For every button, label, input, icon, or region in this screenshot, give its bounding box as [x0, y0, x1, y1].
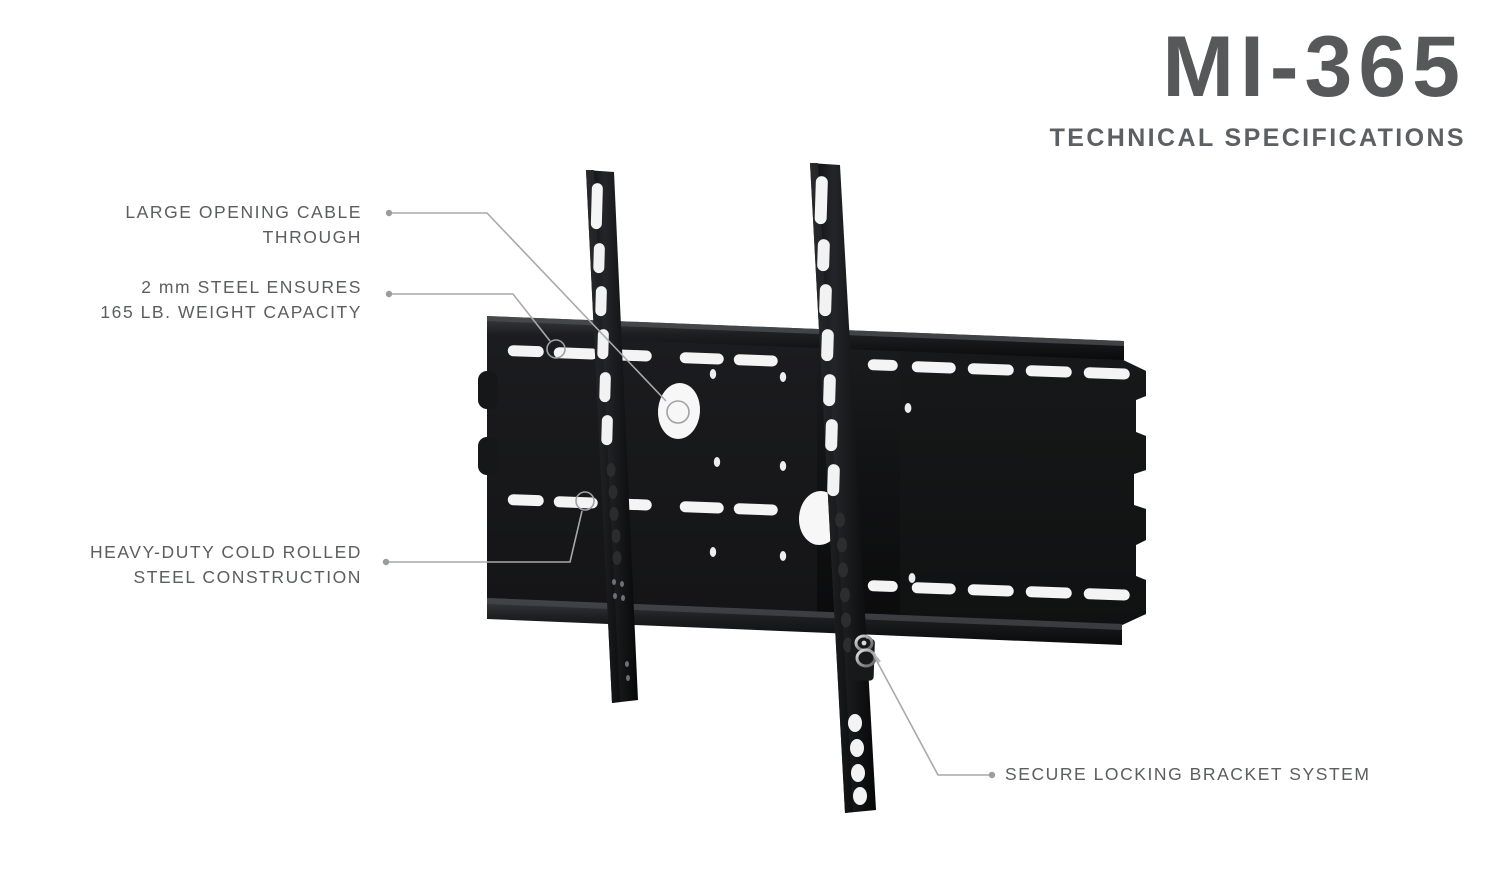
plate-bottom-rail	[487, 598, 1122, 645]
callout-steel-construction: HEAVY-DUTY COLD ROLLED STEEL CONSTRUCTIO…	[89, 542, 362, 587]
page-subtitle: TECHNICAL SPECIFICATIONS	[1049, 124, 1466, 152]
callout-locking-bracket: SECURE LOCKING BRACKET SYSTEM	[1005, 764, 1371, 784]
callout-cable-through: LARGE OPENING CABLE THROUGH	[125, 202, 362, 247]
callout-steel-weight-capacity: 2 mm STEEL ENSURES 165 LB. WEIGHT CAPACI…	[100, 277, 362, 322]
plate-pilot-holes	[709, 369, 916, 583]
locking-bracket-assembly	[849, 634, 881, 681]
page-title: MI-365	[1162, 19, 1466, 115]
header: MI-365 TECHNICAL SPECIFICATIONS	[1050, 24, 1466, 153]
wall-plate	[478, 333, 1146, 626]
